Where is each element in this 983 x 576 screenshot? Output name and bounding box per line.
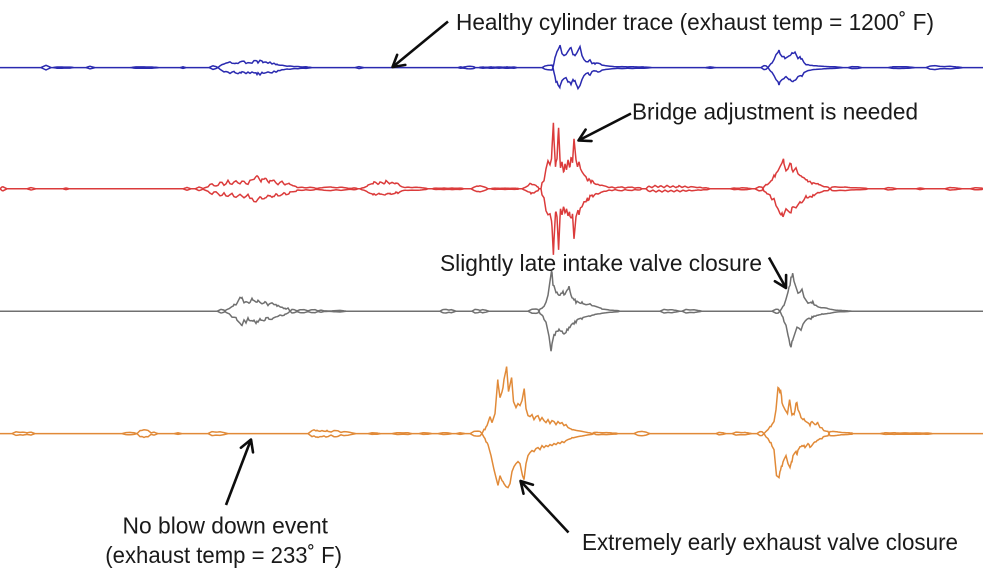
svg-text:Bridge adjustment is needed: Bridge adjustment is needed	[632, 99, 918, 125]
svg-text:Slightly late intake valve clo: Slightly late intake valve closure	[440, 250, 762, 276]
svg-text:Extremely early exhaust valve: Extremely early exhaust valve closure	[582, 529, 958, 555]
svg-text:No blow down event: No blow down event	[123, 513, 329, 539]
svg-text:(exhaust temp = 233˚ F): (exhaust temp = 233˚ F)	[105, 542, 342, 568]
svg-text:Healthy cylinder trace (exhaus: Healthy cylinder trace (exhaust temp = 1…	[456, 9, 934, 35]
